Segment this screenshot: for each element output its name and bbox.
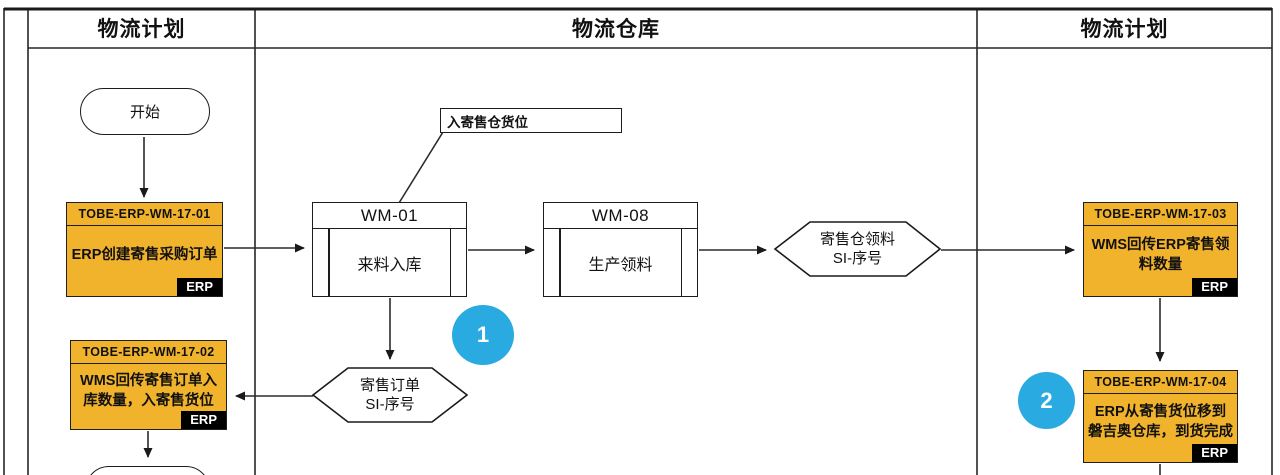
process-label: ERP从寄售货位移到磐吉奥仓库，到货完成 (1088, 404, 1233, 440)
subprocess-rail-right (449, 229, 451, 296)
subprocess-rail-left (559, 229, 561, 296)
process-wms-return-picking-qty: TOBE-ERP-WM-17-03 WMS回传ERP寄售领料数量 ERP (1083, 202, 1238, 297)
lane-header-logistics-warehouse: 物流仓库 (572, 18, 660, 41)
subprocess-label: 生产领料 (588, 256, 653, 274)
subprocess-rail-right (680, 229, 682, 296)
process-code: TOBE-ERP-WM-17-02 (71, 341, 226, 364)
start-node: 开始 (80, 88, 210, 135)
hexagon-line1: 寄售仓领料 (819, 230, 895, 248)
process-label: ERP创建寄售采购订单 (71, 247, 218, 264)
subprocess-wm08-production-picking: WM-08 生产领料 (543, 202, 698, 297)
process-code: TOBE-ERP-WM-17-03 (1084, 203, 1237, 226)
process-label: WMS回传ERP寄售领料数量 (1091, 237, 1230, 273)
data-hexagon-consignment-order: 寄售订单 SI-序号 (313, 368, 467, 422)
end-node (85, 466, 210, 475)
step-badge-1: 1 (452, 305, 514, 365)
system-tag-erp: ERP (1192, 278, 1237, 296)
hexagon-line2: SI-序号 (832, 250, 883, 267)
hexagon-line2: SI-序号 (365, 396, 415, 413)
system-tag-erp: ERP (1192, 444, 1237, 462)
subprocess-code: WM-08 (544, 203, 697, 229)
hexagon-line1: 寄售订单 (359, 376, 420, 394)
system-tag-erp: ERP (177, 278, 222, 296)
subprocess-label-wrap: 生产领料 (544, 229, 697, 296)
lane-header-logistics-planning-right: 物流计划 (1080, 18, 1169, 41)
subprocess-wm01-incoming-storage: WM-01 来料入库 (312, 202, 467, 297)
step-badge-2: 2 (1018, 372, 1075, 429)
subprocess-rail-left (328, 229, 330, 296)
system-tag-erp: ERP (181, 411, 226, 429)
process-erp-create-consignment-po: TOBE-ERP-WM-17-01 ERP创建寄售采购订单 ERP (66, 202, 223, 297)
process-code: TOBE-ERP-WM-17-01 (67, 203, 222, 226)
subprocess-label: 来料入库 (357, 256, 422, 274)
subprocess-code: WM-01 (313, 203, 466, 229)
connectors (139, 131, 1165, 475)
process-label: WMS回传寄售订单入库数量，入寄售货位 (80, 372, 217, 409)
lane-header-logistics-planning-left: 物流计划 (97, 18, 186, 41)
process-wms-return-order-receipt: TOBE-ERP-WM-17-02 WMS回传寄售订单入库数量，入寄售货位 ER… (70, 340, 227, 430)
process-erp-move-to-warehouse: TOBE-ERP-WM-17-04 ERP从寄售货位移到磐吉奥仓库，到货完成 E… (1083, 370, 1238, 463)
subprocess-label-wrap: 来料入库 (313, 229, 466, 296)
annotation-consignment-bin: 入寄售仓货位 (440, 108, 622, 133)
process-code: TOBE-ERP-WM-17-04 (1084, 371, 1237, 394)
data-hexagon-consignment-picking: 寄售仓领料 SI-序号 (775, 222, 940, 276)
